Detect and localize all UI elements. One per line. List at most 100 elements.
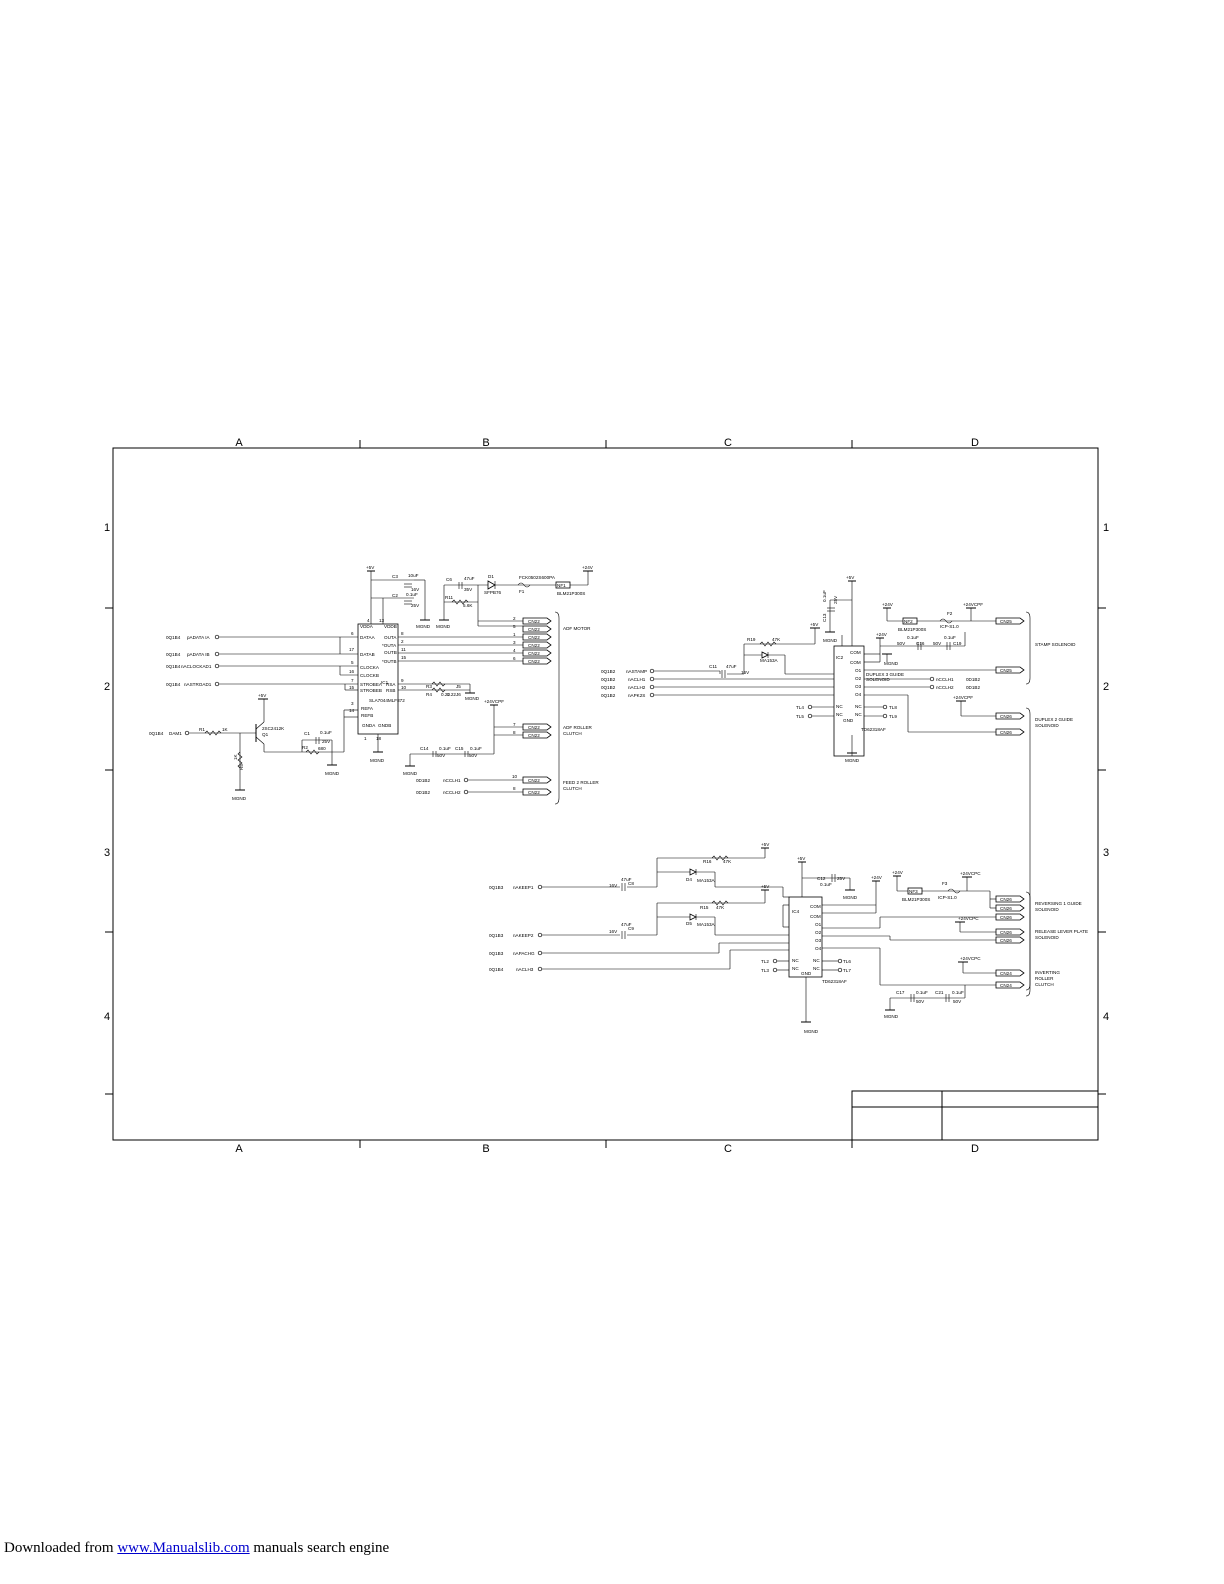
roller-supply: +24VCPF [484,699,504,704]
inv-label-2: ROLLER [1035,976,1054,981]
d4-label: D4 [686,877,692,882]
c2-label: C2 [392,593,398,598]
ic2-sig-1: nASTAMP [626,669,647,674]
ic1-pin-clocka: CLOCKA [360,665,380,670]
ic4-ref-4: 0Q1B4 [489,967,504,972]
c8-label: C8 [628,881,634,886]
ic2-out-ref-2: 0D1B2 [966,685,980,690]
j5-label: J5 [456,684,461,689]
rev-label-1: REVERSING 1 GUIDE [1035,901,1082,906]
ic1-pin-clockb: CLOCKB [360,673,379,678]
c3-voltage: 16V [411,587,420,592]
ic1-pin-refa: REFA [361,706,374,711]
roller-mgnd: MGND [403,771,418,776]
ic4-pin-o4: O4 [815,946,822,951]
nf3-part: BLM21P300S [902,897,930,902]
adf-signal-ref-3: 0Q1B4 [166,664,181,669]
q1-signal-name: DAM1 [169,731,182,736]
ic1-num-5: 5 [351,660,354,665]
ic1-num-9: 9 [401,678,404,683]
zone-col-d-top: D [971,437,979,449]
c21-value: 0.1uF [952,990,964,995]
c9-label: C9 [628,926,634,931]
rev-label-2: SOLENOID [1035,907,1059,912]
ic2-out-ref-1: 0D1B2 [966,677,980,682]
ic2-out-2: nCCLH2 [936,685,954,690]
q1-part: 2SC2412K [262,726,285,731]
r2-label: R2 [302,745,308,750]
ic1-pin-strobea: STROBEA [360,682,383,687]
c2-voltage: 25V [411,603,420,608]
tl4: TL4 [796,705,804,710]
ic2-ref-3: 0Q1B2 [601,685,616,690]
ic2-sig-4: nAPK2S [628,693,645,698]
c19-label: C19 [953,641,962,646]
ic2-sig-2: nACLH1 [628,677,646,682]
tl3: TL3 [761,968,769,973]
duplex2-label-2: SOLENOID [1035,723,1059,728]
ic1-num-4: 4 [367,618,370,623]
ic2-ref-1: 0Q1B2 [601,669,616,674]
ic2-pin-nc2: NC [836,712,843,717]
ic1-num-2: 2 [401,639,404,644]
tl6: TL6 [843,959,851,964]
ic2-sig-3: nACLH2 [628,685,646,690]
zone-row-2-right: 2 [1103,681,1109,693]
feed-pin-1: 10 [512,774,518,779]
ic1-mgnd-2: MGND [436,624,451,629]
manualslib-link[interactable]: www.Manualslib.com [117,1540,250,1556]
q1-signal-ref: 0Q1B4 [149,731,164,736]
ic2-supply-24vcpf-b: +24VCPF [953,695,973,700]
c9-voltage: 16V [609,929,618,934]
ic4-sig-2: nAKEEP2 [513,933,534,938]
c15-label: C15 [455,746,464,751]
ic1-supply-5v: +5V [366,565,375,570]
ic4-supply-5v-r15: +5V [761,884,770,889]
ic2-pin-com1: COM [850,650,861,655]
cn26-duplex-2: CN26 [1000,730,1012,735]
ic1-num-14: 14 [349,708,355,713]
c1-value: 0.1uF [320,730,332,735]
adf-roller-section: +24VCPF MGND C14 0.1uF 50V C15 0.1uF 50V… [403,699,599,796]
adf-signal-name-4: nASTROAD1 [184,682,212,687]
ic4-supply-24v-b: +24V [892,870,904,875]
ic4-pin-com2: COM [810,914,821,919]
r19-label: R19 [747,637,756,642]
cn22-pin-5: 4 [513,648,516,653]
ic1-pin-vddb: VDDB [384,624,397,629]
zone-col-b-top: B [482,437,489,449]
ic4-ref-2: 0Q1B3 [489,933,504,938]
c13-value: 0.1uF [822,590,827,602]
r5-label: R5 [239,764,244,770]
cn22-3-label: CN22 [528,635,540,640]
ic1-num-6: 6 [351,631,354,636]
ic4-mgnd-c12: MGND [843,895,858,900]
r16-label: R16 [703,859,712,864]
rs-resistors: R3 R4 0.22 0.22 J5 J6 MGND MGND [370,681,480,763]
inv-label-3: CLUTCH [1035,982,1054,987]
footer-suffix: manuals search engine [249,1540,390,1556]
ic1-pin-gnda: GNDA [362,723,376,728]
c12-voltage: 25V [837,876,846,881]
stamp-label: STAMP SOLENOID [1035,642,1076,647]
ic1-part: SLA7044MLF872 [369,698,405,703]
feed-label-1: FEED 2 ROLLER [563,780,599,785]
ic1-num-3: 3 [351,701,354,706]
sheet-frame [105,440,1106,1148]
c15-value: 0.1uF [470,746,482,751]
ic1-pin-strobeb: STROBEB [360,688,382,693]
ic4-mgnd-c17: MGND [884,1014,899,1019]
c3-value: 10uF [408,573,419,578]
ic4-pin-com1: COM [810,904,821,909]
ic4-ref-3: 0Q1B3 [489,951,504,956]
ic4-chip [788,896,823,978]
adf-roller-label-1: ADF ROLLER [563,725,593,730]
ic2-pin-o2: O2 [855,676,862,681]
ic1-num-1: 1 [364,736,367,741]
q1-supply: +5V [258,693,267,698]
ic4-sig-4: nACLH3 [516,967,534,972]
adf-signal-ref-4: 0Q1B4 [166,682,181,687]
footer-prefix: Downloaded from [4,1540,118,1556]
ic2-supply-24vcpf: +24VCPF [963,602,983,607]
zone-col-a-bottom: A [235,1143,243,1155]
